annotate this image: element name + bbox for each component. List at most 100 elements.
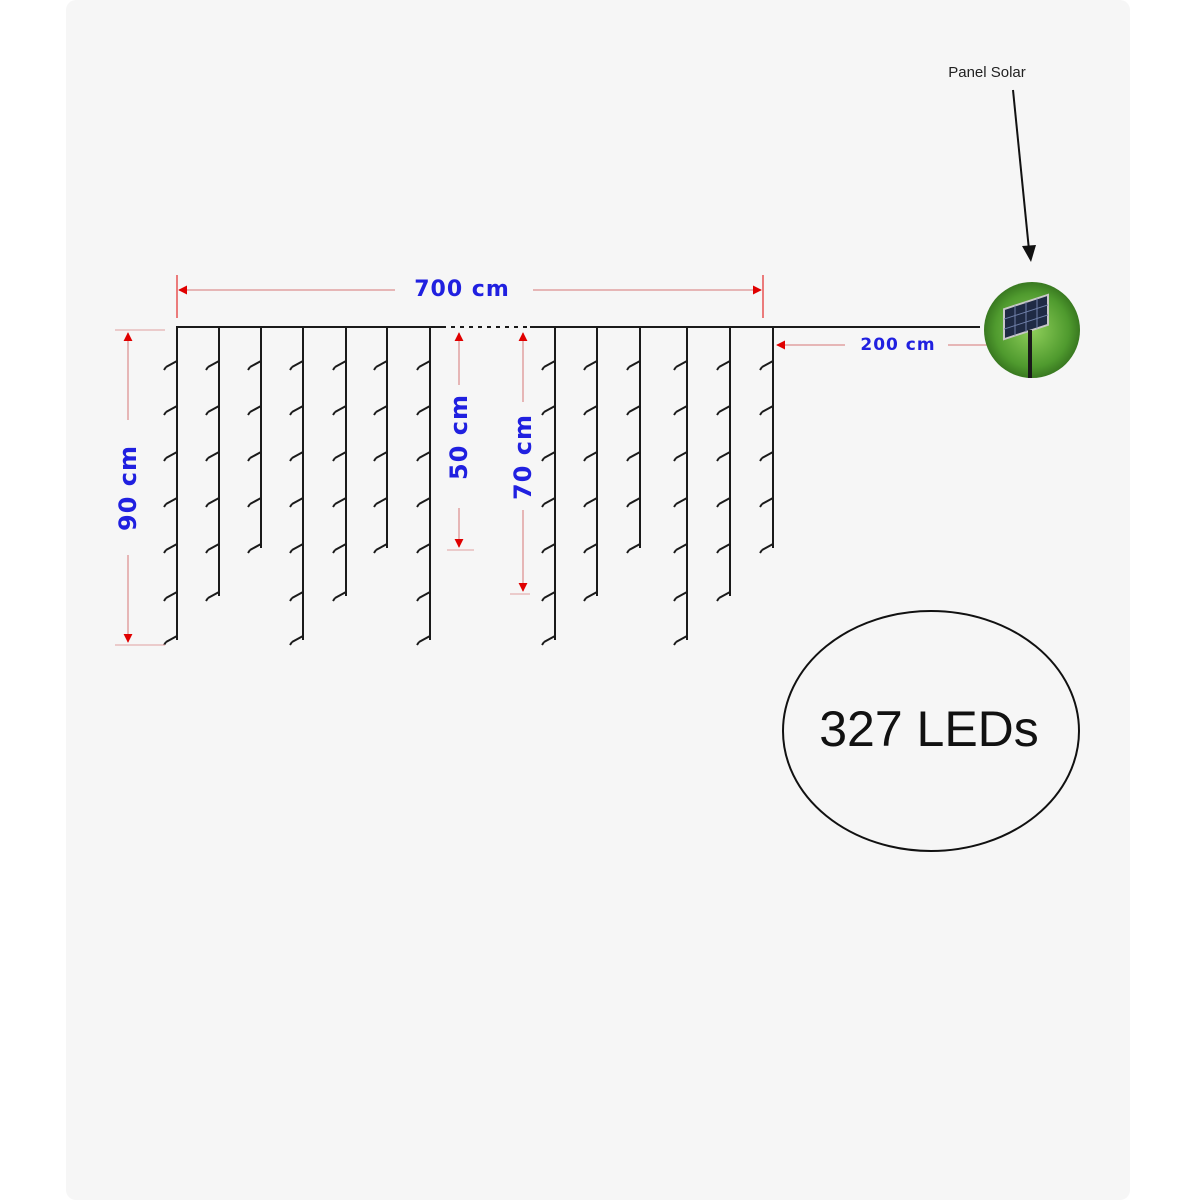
height-long-label: 90 cm xyxy=(114,445,142,531)
led-bulb xyxy=(626,360,641,371)
led-bulb xyxy=(583,360,598,371)
led-bulb xyxy=(247,543,262,554)
height-mid-dimension: 70 cm xyxy=(509,332,537,595)
led-bulb xyxy=(541,451,556,462)
led-bulb xyxy=(332,591,347,602)
solar-panel: Panel Solar xyxy=(948,64,1080,378)
solar-panel-pointer xyxy=(1012,89,1030,251)
diagram-card xyxy=(66,0,1130,1200)
led-bulb xyxy=(673,360,688,371)
led-bulb xyxy=(289,543,304,554)
led-count-label: 327 LEDs xyxy=(819,701,1039,757)
led-strand xyxy=(163,327,178,646)
led-bulb xyxy=(247,360,262,371)
led-bulb xyxy=(716,591,731,602)
led-bulb xyxy=(759,543,774,554)
led-bulb xyxy=(759,497,774,508)
led-bulb xyxy=(759,360,774,371)
led-bulb xyxy=(163,635,178,646)
led-bulb xyxy=(626,405,641,416)
led-bulb xyxy=(205,591,220,602)
led-bulb xyxy=(373,405,388,416)
led-strand xyxy=(416,327,431,646)
solar-panel-label: Panel Solar xyxy=(948,64,1026,81)
led-bulb xyxy=(541,591,556,602)
led-bulb xyxy=(289,451,304,462)
led-strand xyxy=(583,327,598,602)
led-bulb xyxy=(205,405,220,416)
led-strand xyxy=(541,327,556,646)
led-bulb xyxy=(373,497,388,508)
led-bulb xyxy=(541,635,556,646)
led-bulb xyxy=(332,405,347,416)
led-strand xyxy=(205,327,220,602)
led-bulb xyxy=(205,451,220,462)
led-bulb xyxy=(716,451,731,462)
led-strand xyxy=(759,327,774,554)
led-bulb xyxy=(759,405,774,416)
led-bulb xyxy=(541,543,556,554)
height-long-dimension: 90 cm xyxy=(114,329,165,646)
led-bulb xyxy=(289,591,304,602)
led-strand xyxy=(332,327,347,602)
led-bulb xyxy=(673,451,688,462)
led-bulb xyxy=(673,497,688,508)
led-bulb xyxy=(416,543,431,554)
led-bulb xyxy=(373,543,388,554)
led-strand xyxy=(626,327,641,554)
led-strand xyxy=(673,327,688,646)
led-bulb xyxy=(289,360,304,371)
cable-label: 200 cm xyxy=(860,335,935,355)
led-strand xyxy=(373,327,388,554)
led-bulb xyxy=(289,497,304,508)
led-bulb xyxy=(163,543,178,554)
led-bulb xyxy=(289,635,304,646)
solar-panel-icon xyxy=(1003,293,1049,341)
led-bulb xyxy=(247,451,262,462)
led-bulb xyxy=(163,497,178,508)
led-bulb xyxy=(626,451,641,462)
led-bulb xyxy=(247,405,262,416)
led-bulb xyxy=(541,497,556,508)
led-bulb xyxy=(759,451,774,462)
led-bulb xyxy=(673,635,688,646)
led-bulb xyxy=(673,405,688,416)
led-bulb xyxy=(163,451,178,462)
led-bulb xyxy=(716,543,731,554)
led-bulb xyxy=(716,405,731,416)
led-bulb xyxy=(373,451,388,462)
led-bulb xyxy=(583,497,598,508)
led-bulb xyxy=(583,543,598,554)
led-bulb xyxy=(716,497,731,508)
led-bulb xyxy=(205,360,220,371)
led-bulb xyxy=(673,543,688,554)
led-bulb xyxy=(332,360,347,371)
width-label: 700 cm xyxy=(414,277,510,302)
led-bulb xyxy=(583,591,598,602)
led-bulb xyxy=(416,497,431,508)
led-bulb xyxy=(416,635,431,646)
width-dimension: 700 cm xyxy=(176,275,764,318)
led-bulb xyxy=(673,591,688,602)
led-bulb xyxy=(416,451,431,462)
led-bulb xyxy=(626,543,641,554)
led-bulb xyxy=(416,360,431,371)
led-bulb xyxy=(205,497,220,508)
led-bulb xyxy=(332,497,347,508)
led-bulb xyxy=(416,591,431,602)
led-bulb xyxy=(332,543,347,554)
led-count-badge: 327 LEDs xyxy=(782,610,1080,852)
led-bulb xyxy=(205,543,220,554)
led-bulb xyxy=(626,497,641,508)
led-strand xyxy=(716,327,731,602)
led-bulb xyxy=(163,591,178,602)
led-strand xyxy=(289,327,304,646)
led-bulb xyxy=(373,360,388,371)
led-bulb xyxy=(716,360,731,371)
led-bulb xyxy=(289,405,304,416)
led-bulb xyxy=(583,451,598,462)
icicle-strands xyxy=(163,327,774,646)
height-short-label: 50 cm xyxy=(445,394,473,480)
led-bulb xyxy=(416,405,431,416)
